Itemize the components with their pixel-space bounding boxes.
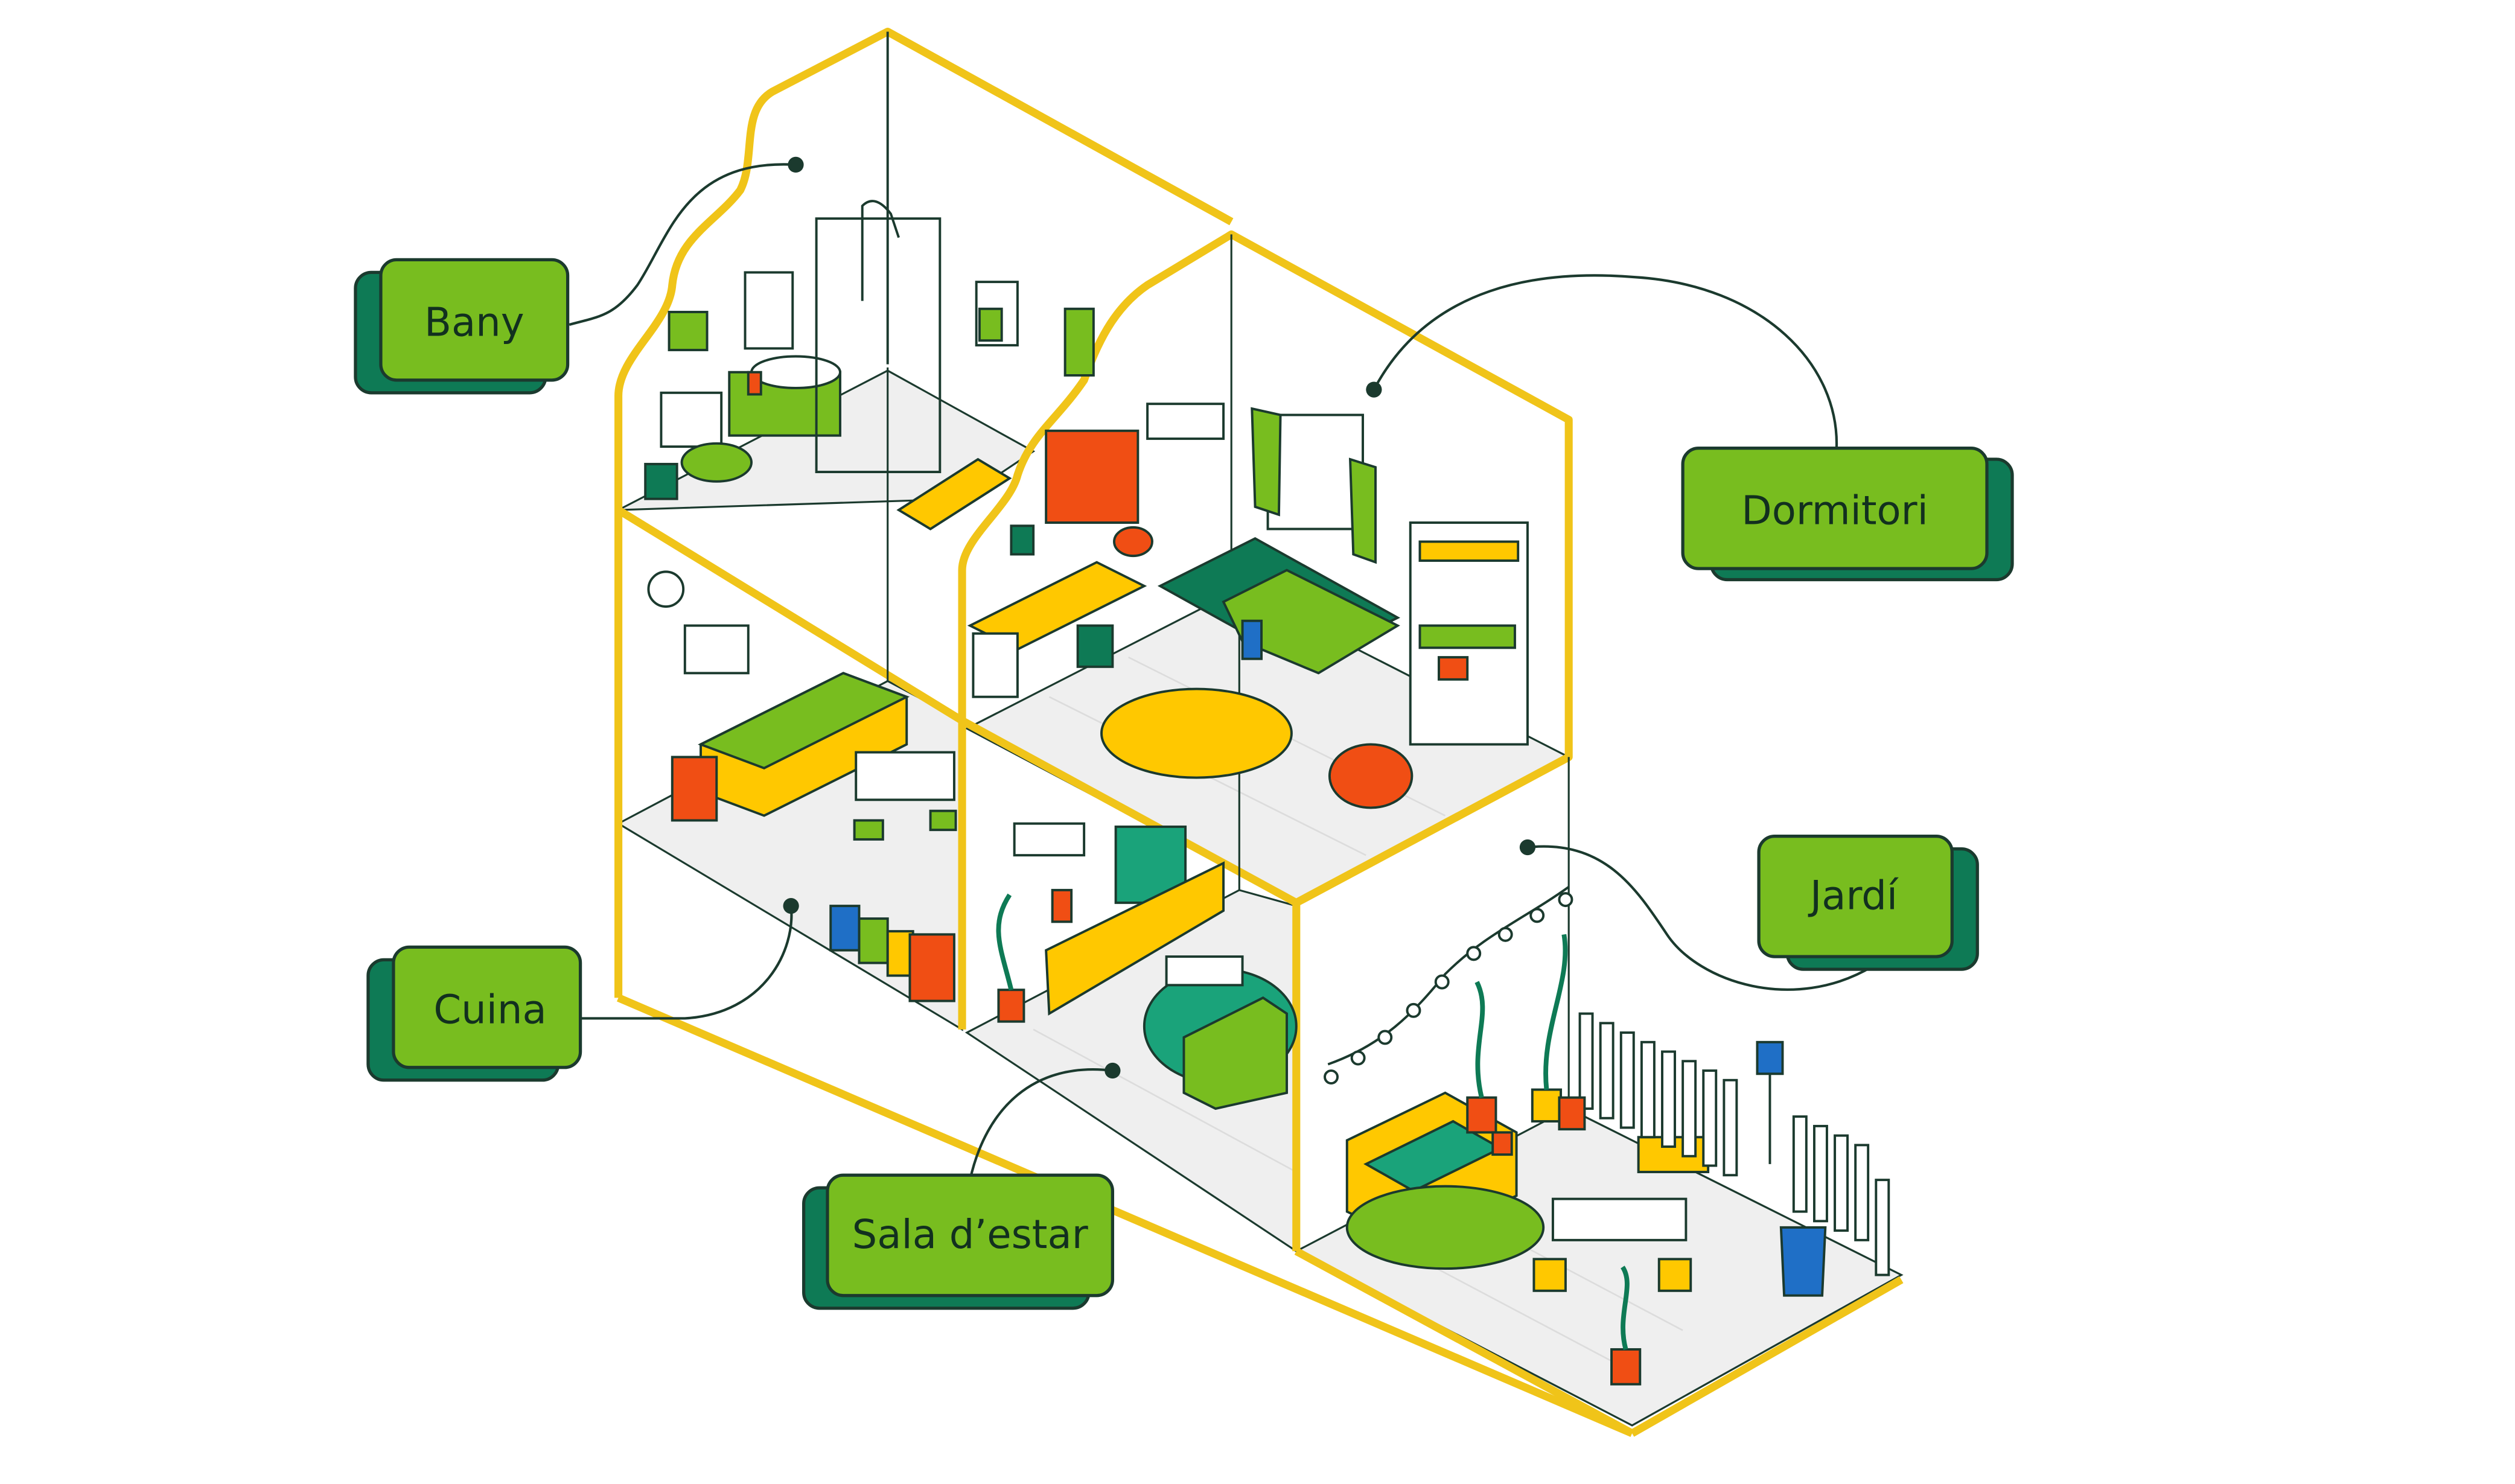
window: [1266, 413, 1364, 530]
label-cuina: Cuina: [366, 945, 582, 1082]
plant-pot-living: [997, 989, 1025, 1023]
counter-top: [698, 672, 910, 769]
bath-mat: [896, 457, 1012, 530]
label-jardi: Jardí: [1757, 835, 1979, 971]
right-block: [958, 230, 1573, 1252]
kitchen-table: [855, 751, 955, 801]
shelf-basket: [1438, 656, 1469, 681]
garden-rug: [1345, 1185, 1545, 1270]
label-sala-text: Sala d’estar: [852, 1212, 1088, 1258]
wall-box: [668, 311, 709, 351]
water-barrel: [1779, 1226, 1827, 1297]
shower-enclosure: [815, 217, 942, 474]
recycle-bin-blue: [829, 905, 861, 952]
trash-bin: [644, 462, 678, 500]
dormitori-dot: [1366, 381, 1382, 398]
jardi-dot: [1519, 839, 1536, 856]
cuina-leader: [578, 905, 793, 1020]
coffee-table: [1165, 955, 1244, 987]
bedroom: [967, 403, 1529, 809]
shelf-box: [1418, 540, 1520, 562]
first-floor-slab: [616, 506, 964, 724]
desk-lamp: [1113, 526, 1153, 558]
label-sala: Sala d’estar: [802, 1173, 1114, 1310]
kitchen: [647, 570, 957, 1002]
toilet-tank: [660, 391, 723, 448]
garden: [1324, 886, 1890, 1386]
ground-slab: [616, 994, 1634, 1438]
garden-chair-1: [1532, 1258, 1567, 1292]
desk-chair: [1076, 624, 1114, 668]
crate-stack: [908, 933, 955, 1002]
house-walls: [614, 27, 1904, 1438]
garden-chair-2: [1657, 1258, 1692, 1292]
bath-mirror: [744, 271, 794, 350]
tv-cabinet: [1045, 861, 1225, 1016]
soap-bottle: [747, 371, 762, 396]
living-room: [996, 822, 1298, 1110]
green-towel: [978, 307, 1003, 342]
green-frame: [1010, 524, 1035, 556]
light-bulbs: [1324, 892, 1573, 1085]
kitchen-stool-1: [853, 819, 884, 841]
string-lights: [1327, 886, 1570, 1066]
bed-blanket: [1222, 568, 1400, 675]
shelf-books-1: [1418, 624, 1516, 649]
range-hood: [683, 624, 750, 675]
living-ac: [1013, 822, 1086, 857]
desk-leg: [972, 632, 1019, 698]
label-bany: Bany: [354, 258, 570, 395]
bath-sink: [750, 355, 841, 389]
solar-panel: [1756, 1040, 1784, 1075]
jardi-leader: [1527, 845, 1874, 991]
plant-living: [996, 893, 1014, 991]
curtain-left: [1251, 407, 1282, 517]
bath-shelf-unit: [1063, 307, 1095, 377]
left-facade: [614, 27, 1234, 998]
tv: [1114, 825, 1187, 904]
toilet-bowl: [680, 442, 753, 483]
bany-dot: [788, 156, 804, 173]
garden-table: [1551, 1197, 1688, 1241]
label-cuina-text: Cuina: [433, 987, 546, 1033]
bean-bag: [1328, 743, 1414, 809]
label-dormitori: Dormitori: [1681, 447, 2014, 582]
sala-leader: [969, 1068, 1113, 1180]
label-dormitori-text: Dormitori: [1741, 488, 1928, 534]
air-conditioner: [1146, 403, 1225, 440]
red-board: [1045, 429, 1140, 524]
garden-ground-edge: [1294, 1247, 1634, 1437]
label-jardi-text: Jardí: [1808, 873, 1899, 919]
kitchen-stool-2: [929, 809, 957, 832]
callout-lines: [569, 163, 1874, 1180]
cuina-dot: [783, 897, 799, 914]
interior-lines: [887, 234, 1570, 1109]
living-right-wall: [1294, 753, 1571, 906]
recycle-bin-green: [858, 917, 889, 964]
fence: [1578, 1012, 1890, 1276]
bany-leader: [569, 163, 796, 326]
mid-floor-right: [960, 717, 1298, 906]
shower-head: [861, 200, 900, 301]
wall-clock: [647, 570, 685, 608]
label-bany-text: Bany: [424, 299, 524, 345]
bathroom: [644, 200, 1095, 530]
orange-frame: [1051, 888, 1073, 923]
sala-dot: [1104, 1062, 1121, 1079]
garden-front: [1630, 1276, 1904, 1437]
dormitori-leader: [1372, 274, 1838, 452]
jeans: [1241, 619, 1263, 660]
curtain-right: [1348, 457, 1377, 564]
callout-dots: [783, 156, 1536, 1079]
red-trolley: [671, 756, 718, 822]
armchair: [1182, 996, 1289, 1110]
yellow-rug: [1100, 687, 1293, 779]
roof-ridge: [885, 28, 1234, 226]
garden-plants: [1466, 934, 1642, 1386]
